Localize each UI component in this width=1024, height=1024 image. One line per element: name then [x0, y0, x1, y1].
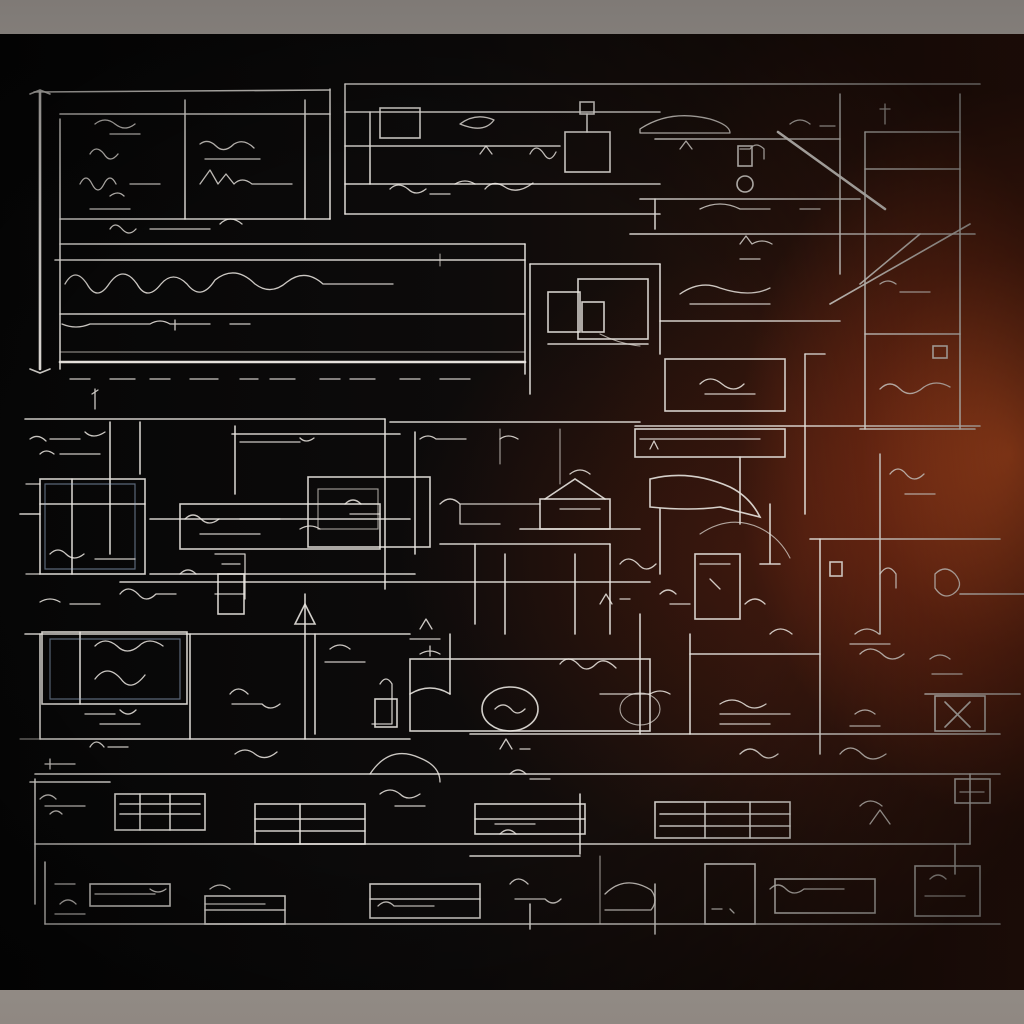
chalkboard — [0, 34, 1024, 990]
vignette — [0, 34, 1024, 990]
